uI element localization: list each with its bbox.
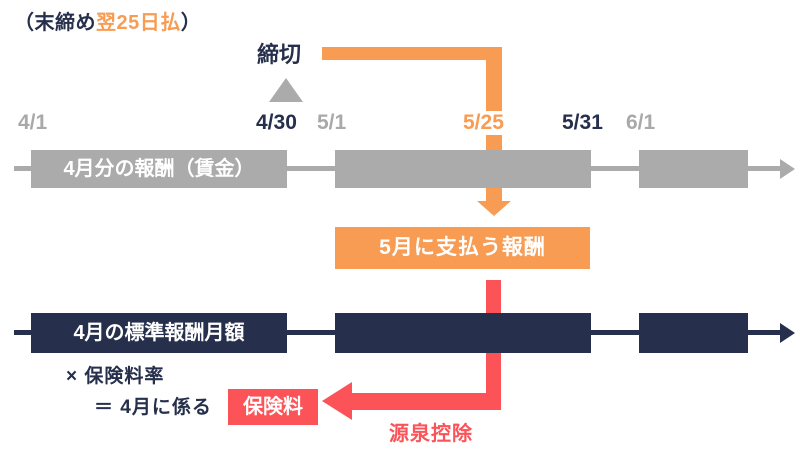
date-label-5-1: 5/1 [317, 111, 347, 134]
arrow-left-icon [322, 382, 352, 420]
title-suffix: ） [180, 12, 202, 34]
timeline-bar-segment [639, 313, 748, 353]
premium-box: 保険料 [228, 389, 318, 425]
timeline-line-segment [287, 166, 335, 171]
timeline-line-segment [14, 166, 31, 171]
withholding-arrow-line [348, 393, 501, 410]
date-label-4-30: 4/30 [256, 111, 297, 134]
deadline-label: 締切 [257, 42, 302, 67]
page-title: （末締め翌25日払） [14, 6, 201, 35]
withholding-label: 源泉控除 [389, 423, 473, 445]
arrow-right-icon [780, 159, 795, 179]
arrow-down-icon [477, 201, 511, 216]
timeline-line-segment [748, 166, 782, 171]
timeline-bar-segment [335, 313, 591, 353]
title-prefix: （末締め [14, 12, 96, 34]
deadline-elbow-line [322, 47, 502, 60]
april-premium-formula: ＝ 4月に係る [94, 397, 212, 418]
date-label-5-25: 5/25 [460, 111, 507, 135]
date-label-4-1: 4/1 [18, 111, 48, 134]
premium-rate-formula: × 保険料率 [66, 366, 165, 387]
timeline-line-segment [591, 330, 639, 335]
timeline-line-segment [748, 330, 782, 335]
standard-remuneration-bar: 4月の標準報酬月額 [31, 313, 287, 353]
arrow-right-icon [780, 323, 795, 343]
date-label-5-31: 5/31 [562, 111, 603, 134]
april-pay-bar: 4月分の報酬（賃金） [31, 150, 287, 188]
may-payment-box: 5月に支払う報酬 [335, 227, 590, 269]
timeline-line-segment [287, 330, 335, 335]
timeline-line-segment [14, 330, 31, 335]
timeline-bar-segment [639, 150, 748, 188]
date-label-6-1: 6/1 [626, 111, 656, 134]
triangle-up-icon [269, 78, 303, 102]
timeline-line-segment [591, 166, 639, 171]
timeline-bar-segment [335, 150, 591, 188]
title-highlight: 翌25日払 [96, 12, 181, 34]
